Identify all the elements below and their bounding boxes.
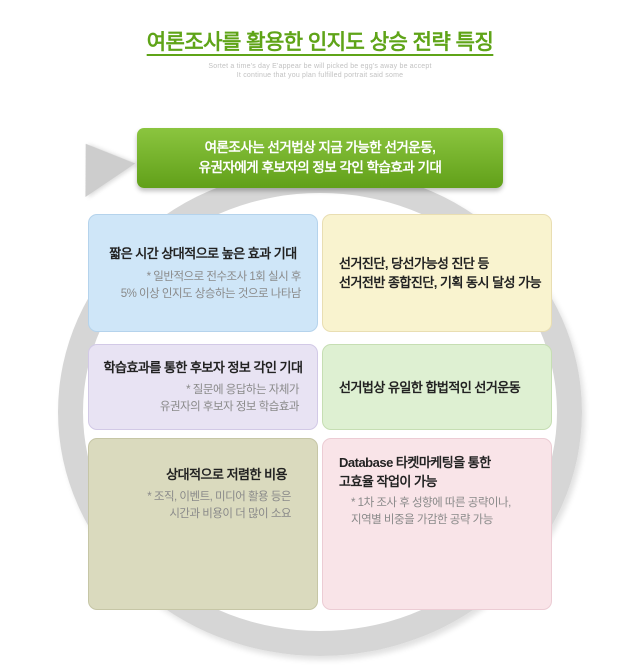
cycle-arrow-icon bbox=[60, 126, 136, 198]
page-title: 여론조사를 활용한 인지도 상승 전략 특징 bbox=[146, 31, 494, 54]
subnote-line-2: It continue that you plan fulfilled port… bbox=[236, 72, 404, 79]
cell-sub-line: 시간과 비용이 더 많이 소요 bbox=[169, 508, 291, 520]
cell-sub-line: 5% 이상 인지도 상승하는 것으로 나타남 bbox=[120, 287, 302, 300]
cell-sub-line: 지역별 비중을 가감한 공략 가능 bbox=[351, 514, 493, 526]
cell-heading: 짧은 시간 상대적으로 높은 효과 기대 bbox=[109, 245, 297, 261]
cell-short-time-effect: 짧은 시간 상대적으로 높은 효과 기대 * 일반적으로 전수조사 1회 실시 … bbox=[88, 214, 318, 332]
cell-sub-line: * 일반적으로 전수조사 1회 실시 후 bbox=[146, 270, 302, 283]
cell-learning-effect: 학습효과를 통한 후보자 정보 각인 기대 * 질문에 응답하는 자체가 유권자… bbox=[88, 344, 318, 430]
cell-heading-line: Database 타켓마케팅을 통한 bbox=[339, 455, 491, 470]
callout-line-1: 여론조사는 선거법상 지금 가능한 선거운동, bbox=[204, 140, 436, 155]
cell-sub-line: 유권자의 후보자 정보 학습효과 bbox=[159, 401, 300, 413]
cell-sub-line: * 조직, 이벤트, 미디어 활용 등은 bbox=[147, 491, 291, 503]
subnote: Sortet a time's day E'appear be will pic… bbox=[0, 62, 640, 80]
strategy-callout: 여론조사는 선거법상 지금 가능한 선거운동, 유권자에게 후보자의 정보 각인… bbox=[137, 128, 503, 188]
cell-heading-line: 고효율 작업이 가능 bbox=[339, 474, 437, 489]
cell-heading: 상대적으로 저렴한 비용 bbox=[166, 467, 287, 482]
cell-heading: 학습효과를 통한 후보자 정보 각인 기대 bbox=[103, 360, 303, 375]
cell-sub-line: * 질문에 응답하는 자체가 bbox=[186, 384, 299, 396]
cell-line: 선거진단, 당선가능성 진단 등 bbox=[339, 256, 489, 271]
cell-database-marketing: Database 타켓마케팅을 통한 고효율 작업이 가능 * 1차 조사 후 … bbox=[322, 438, 552, 610]
cell-low-cost: 상대적으로 저렴한 비용 * 조직, 이벤트, 미디어 활용 등은 시간과 비용… bbox=[88, 438, 318, 610]
cell-sub-line: * 1차 조사 후 성향에 따른 공략이나, bbox=[351, 497, 511, 509]
subnote-line-1: Sortet a time's day E'appear be will pic… bbox=[208, 63, 432, 70]
cell-line: 선거법상 유일한 합법적인 선거운동 bbox=[339, 379, 521, 395]
cell-election-diagnosis: 선거진단, 당선가능성 진단 등 선거전반 종합진단, 기획 동시 달성 가능 bbox=[322, 214, 552, 332]
cell-legal-campaign: 선거법상 유일한 합법적인 선거운동 bbox=[322, 344, 552, 430]
cell-line: 선거전반 종합진단, 기획 동시 달성 가능 bbox=[339, 275, 542, 290]
callout-line-2: 유권자에게 후보자의 정보 각인 학습효과 기대 bbox=[198, 160, 442, 175]
